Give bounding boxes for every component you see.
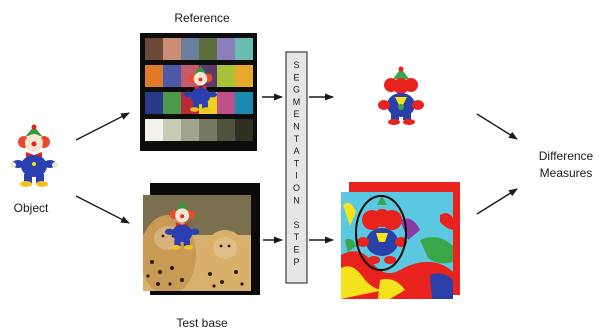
segmentation-letter: G — [293, 85, 300, 95]
segmentation-letter: P — [293, 257, 299, 267]
cheetah-test-image — [143, 183, 260, 295]
segmentation-letter: N — [293, 122, 300, 132]
difference-measures-label-line2: Measures — [540, 166, 593, 180]
segmentation-map-image — [341, 182, 460, 299]
segmentation-letter: T — [294, 232, 300, 242]
segmentation-letter: M — [293, 97, 301, 107]
test-base-label: Test base — [176, 316, 228, 330]
segmentation-letter: A — [293, 146, 299, 156]
segmentation-letter: S — [293, 220, 299, 230]
arrow-clown-to-difference — [476, 113, 518, 140]
segmentation-letter: T — [294, 134, 300, 144]
segmentation-letter: E — [293, 245, 299, 255]
segmentation-letter: E — [293, 109, 299, 119]
segmentation-letter: T — [294, 158, 300, 168]
arrow-object-to-reference — [75, 112, 130, 141]
segmentation-letter: N — [293, 195, 300, 205]
flow-arrows — [75, 93, 518, 244]
segmentation-letter: O — [293, 183, 300, 193]
arrow-object-to-test — [75, 195, 130, 224]
segmentation-letter: I — [295, 171, 298, 181]
object-clown-image — [10, 124, 58, 187]
color-checker-image — [140, 33, 257, 151]
object-label: Object — [14, 201, 49, 215]
reference-label: Reference — [174, 11, 230, 25]
arrow-map-to-difference — [476, 188, 518, 215]
segmentation-letter: S — [293, 60, 299, 70]
difference-measures-label-line1: Difference — [539, 149, 594, 163]
segmentation-letter: E — [293, 72, 299, 82]
segmented-clown-image — [378, 66, 424, 125]
